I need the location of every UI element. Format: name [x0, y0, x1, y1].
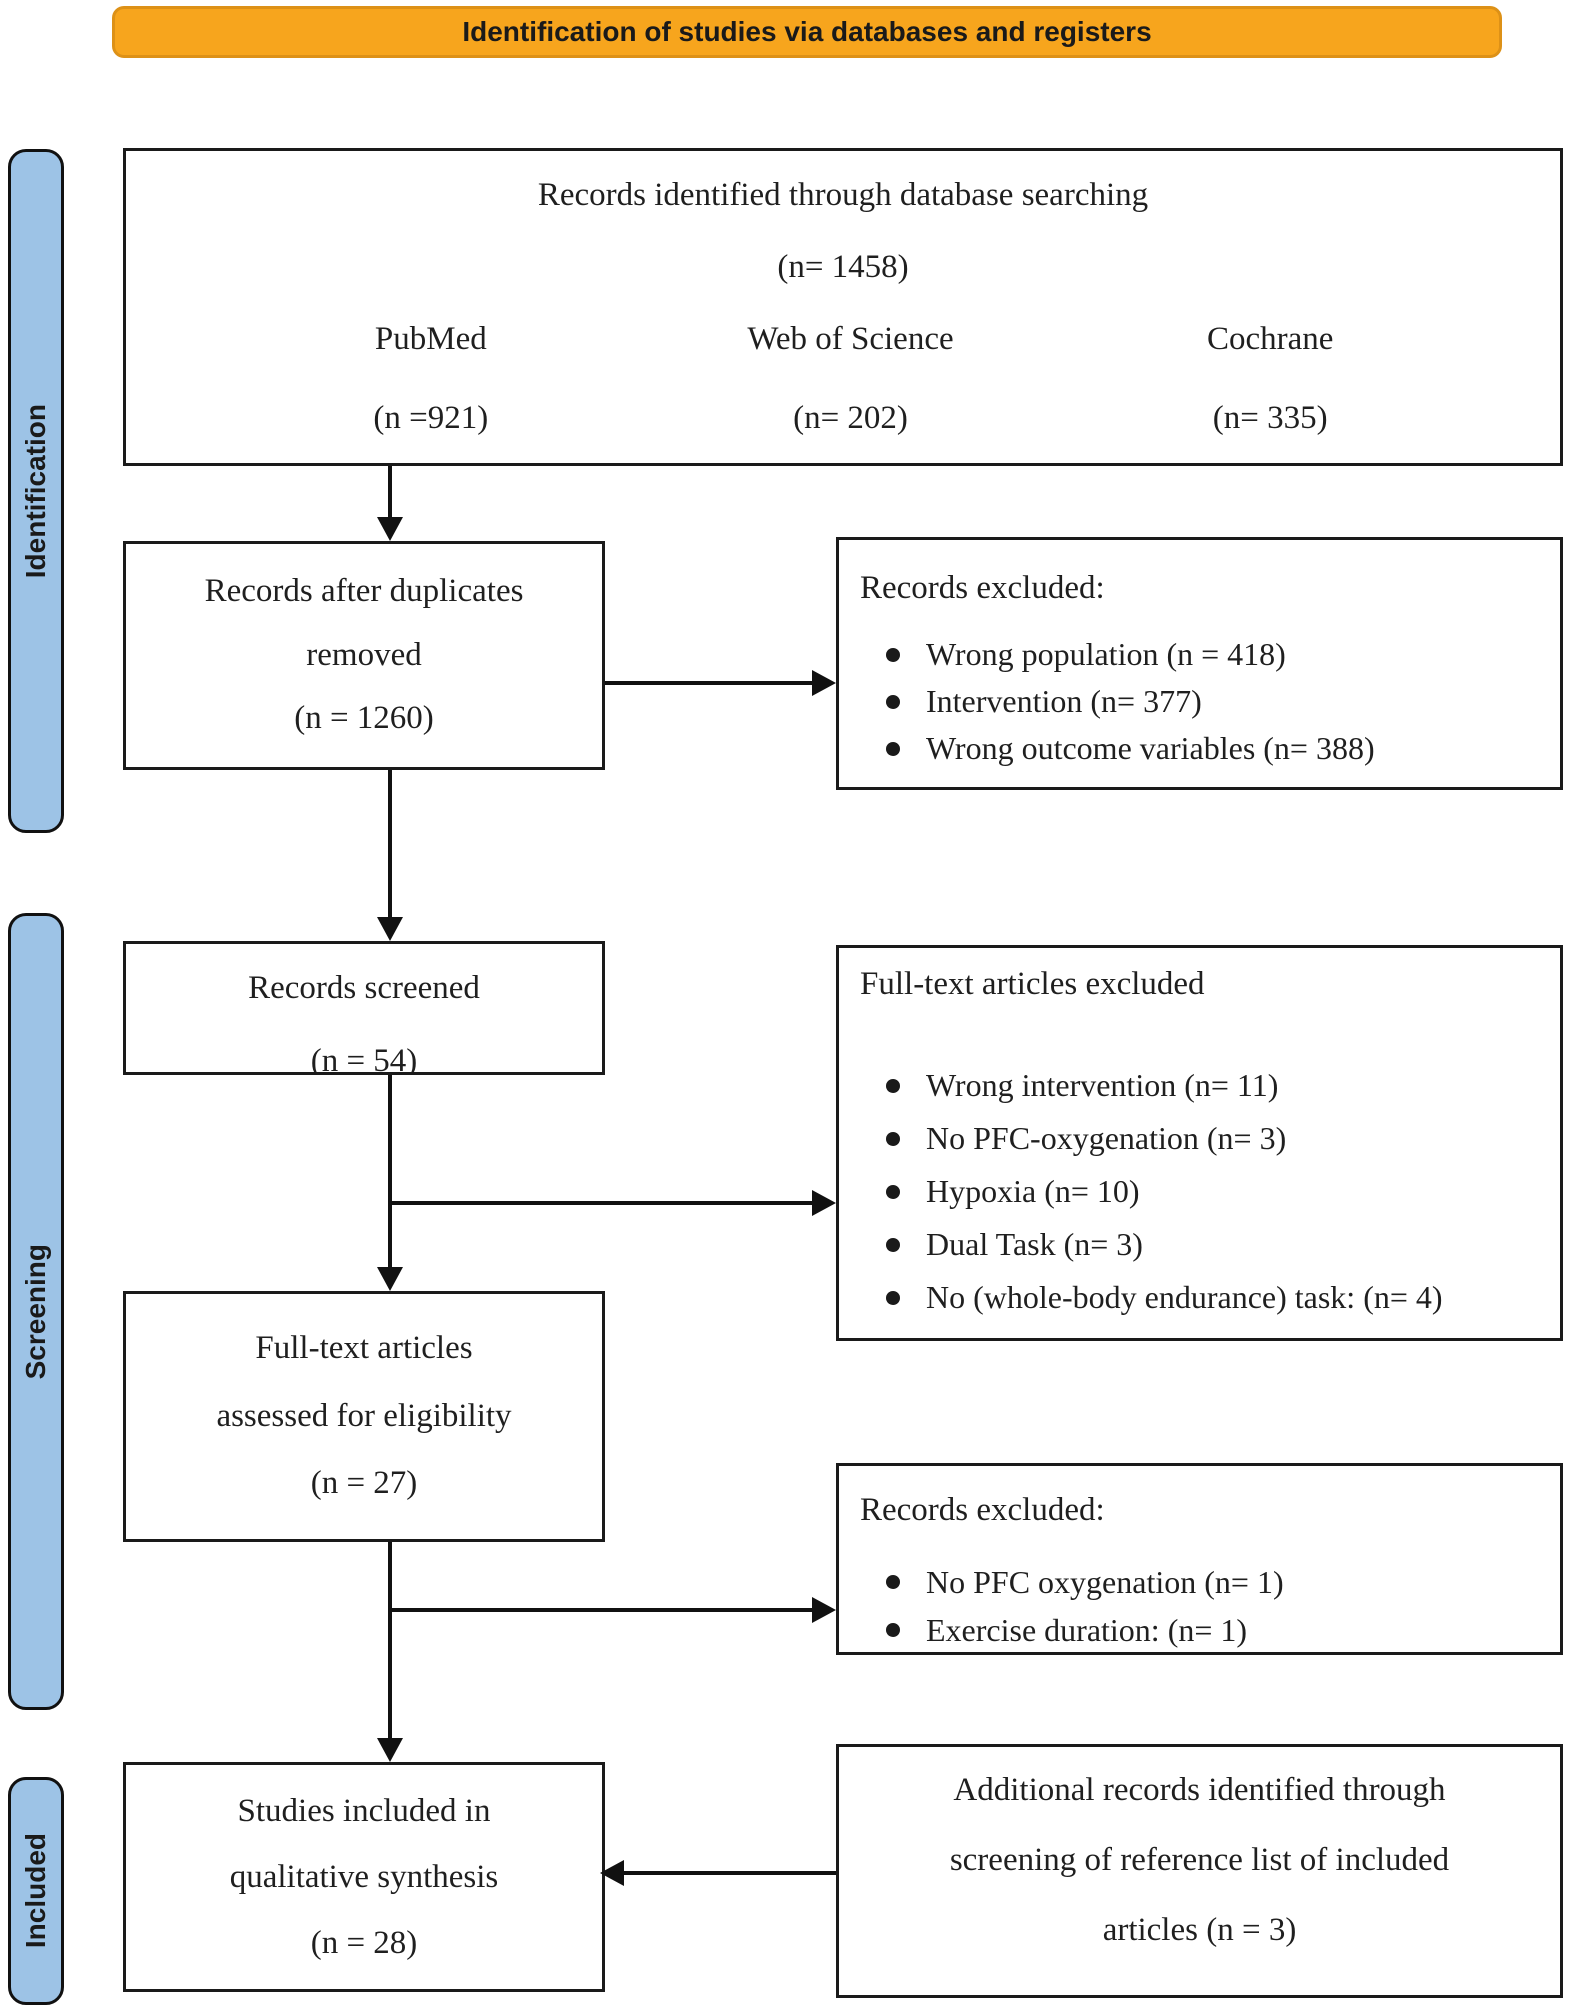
connector-assessed-to-included [388, 1542, 392, 1738]
connector-screened-to-assessed [388, 1075, 392, 1268]
source-name: Cochrane [1206, 321, 1334, 357]
list-item-text: Hypoxia (n= 10) [926, 1173, 1140, 1209]
arrowhead-left-icon [600, 1860, 624, 1886]
list-item: Wrong outcome variables (n= 388) [860, 725, 1540, 772]
arrowhead-right-icon [812, 1190, 836, 1216]
box-additional-records: Additional records identified through sc… [836, 1744, 1563, 1998]
records-identified-count: (n= 1458) [777, 249, 909, 285]
list-item: Wrong population (n = 418) [860, 631, 1540, 678]
source-cochrane: Cochrane (n= 335) [1060, 321, 1480, 437]
box-records-screened: Records screened (n = 54) [123, 941, 605, 1075]
list-item: No (whole-body endurance) task: (n= 4) [860, 1271, 1550, 1324]
list-item: No PFC-oxygenation (n= 3) [860, 1112, 1550, 1165]
box-line: Additional records identified through [953, 1772, 1446, 1809]
records-identified-heading: Records identified through database sear… [537, 177, 1149, 213]
list-item-text: No (whole-body endurance) task: (n= 4) [926, 1279, 1443, 1315]
box-records-identified: Records identified through database sear… [123, 148, 1563, 466]
bullet-icon [886, 1078, 900, 1093]
phase-bar-screening: Screening [8, 913, 64, 1710]
database-sources-row: PubMed (n =921) Web of Science (n= 202) … [126, 321, 1560, 437]
box-line: screening of reference list of included [949, 1842, 1450, 1879]
arrowhead-down-icon [377, 517, 403, 541]
phase-label-screening: Screening [20, 1243, 51, 1380]
box-count: (n = 1260) [294, 700, 434, 737]
exclusion-title: Records excluded: [860, 570, 1105, 606]
list-item-text: Intervention (n= 377) [926, 683, 1202, 719]
box-count: articles (n = 3) [1102, 1911, 1297, 1948]
box-line: qualitative synthesis [229, 1859, 499, 1895]
arrowhead-down-icon [377, 917, 403, 941]
source-count: (n= 202) [793, 400, 908, 436]
source-pubmed: PubMed (n =921) [221, 321, 641, 437]
source-count: (n= 335) [1212, 400, 1328, 436]
exclusion-list: Wrong intervention (n= 11) No PFC-oxygen… [860, 1059, 1550, 1324]
source-web-of-science: Web of Science (n= 202) [641, 321, 1061, 437]
list-item: No PFC oxygenation (n= 1) [860, 1558, 1540, 1606]
exclusion-title: Records excluded: [860, 1492, 1105, 1528]
arrowhead-down-icon [377, 1738, 403, 1762]
arrowhead-down-icon [377, 1267, 403, 1291]
phase-bar-included: Included [8, 1777, 64, 2005]
box-fulltext-assessed: Full-text articles assessed for eligibil… [123, 1291, 605, 1542]
bullet-icon [886, 1575, 900, 1589]
bullet-icon [886, 647, 900, 662]
box-records-excluded-1: Records excluded: Wrong population (n = … [836, 537, 1563, 790]
phase-label-included: Included [20, 1833, 51, 1949]
arrowhead-right-icon [812, 1597, 836, 1623]
box-duplicates-removed: Records after duplicates removed (n = 12… [123, 541, 605, 770]
box-fulltext-excluded: Full-text articles excluded Wrong interv… [836, 945, 1563, 1341]
bullet-icon [886, 694, 900, 709]
connector-identified-to-duplicates [388, 466, 392, 520]
bullet-icon [886, 741, 900, 756]
list-item: Intervention (n= 377) [860, 678, 1540, 725]
bullet-icon [886, 1184, 900, 1199]
box-line: Records screened [248, 970, 480, 1006]
box-studies-included: Studies included in qualitative synthesi… [123, 1762, 605, 1992]
bullet-icon [886, 1623, 900, 1637]
connector-additional-to-included [622, 1871, 836, 1875]
exclusion-list: No PFC oxygenation (n= 1) Exercise durat… [860, 1558, 1540, 1652]
banner: Identification of studies via databases … [112, 6, 1502, 58]
phase-bar-identification: Identification [8, 149, 64, 833]
list-item: Wrong intervention (n= 11) [860, 1059, 1550, 1112]
box-count: (n = 54) [310, 1042, 418, 1075]
phase-label-identification: Identification [20, 403, 51, 579]
exclusion-title: Full-text articles excluded [860, 966, 1205, 1002]
box-line: Studies included in [237, 1793, 491, 1829]
exclusion-list: Wrong population (n = 418) Intervention … [860, 631, 1540, 772]
bullet-icon [886, 1237, 900, 1252]
source-count: (n =921) [373, 400, 489, 436]
box-line: Records after duplicates [204, 572, 524, 609]
connector-duplicates-to-excluded1 [605, 681, 814, 685]
list-item-text: Exercise duration: (n= 1) [926, 1612, 1248, 1648]
source-name: PubMed [374, 321, 487, 357]
bullet-icon [886, 1131, 900, 1146]
arrowhead-right-icon [812, 670, 836, 696]
list-item-text: Wrong population (n = 418) [926, 636, 1286, 672]
box-records-excluded-2: Records excluded: No PFC oxygenation (n=… [836, 1463, 1563, 1655]
list-item-text: Wrong outcome variables (n= 388) [926, 730, 1375, 766]
box-count: (n = 28) [310, 1925, 418, 1961]
connector-duplicates-to-screened [388, 770, 392, 918]
box-line: assessed for eligibility [216, 1397, 512, 1434]
list-item: Dual Task (n= 3) [860, 1218, 1550, 1271]
list-item: Hypoxia (n= 10) [860, 1165, 1550, 1218]
box-count: (n = 27) [310, 1465, 418, 1502]
connector-branch-to-fulltext-excluded [390, 1201, 814, 1205]
box-line: Full-text articles [255, 1330, 473, 1367]
list-item-text: Dual Task (n= 3) [926, 1226, 1143, 1262]
connector-branch-to-excluded2 [390, 1608, 814, 1612]
bullet-icon [886, 1290, 900, 1305]
list-item-text: Wrong intervention (n= 11) [926, 1067, 1279, 1103]
list-item-text: No PFC oxygenation (n= 1) [926, 1564, 1284, 1600]
source-name: Web of Science [747, 321, 954, 357]
banner-title: Identification of studies via databases … [462, 16, 1152, 47]
list-item-text: No PFC-oxygenation (n= 3) [926, 1120, 1287, 1156]
list-item: Exercise duration: (n= 1) [860, 1606, 1540, 1652]
box-line: removed [306, 636, 422, 673]
